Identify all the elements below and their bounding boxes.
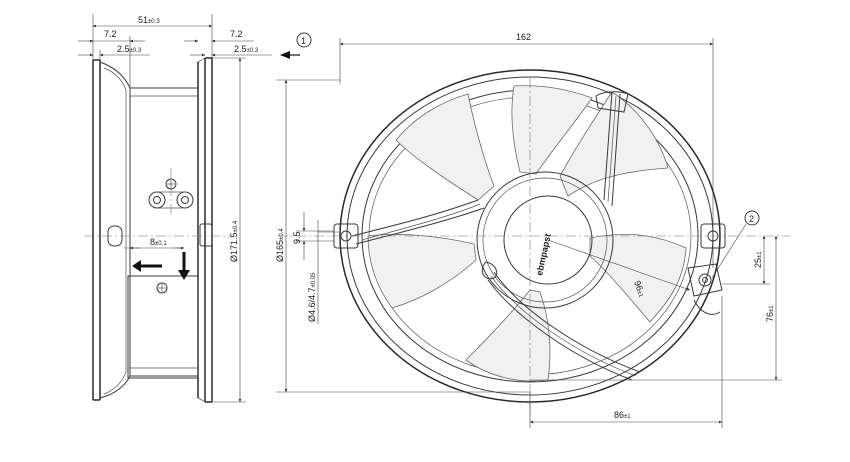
fan-blades — [367, 85, 687, 382]
dim-lip-right: 2.5±0.3 — [234, 44, 259, 54]
svg-text:2: 2 — [749, 214, 754, 224]
dim-hole-offset: 9.5 — [292, 231, 302, 244]
callout-1: 1 — [280, 32, 312, 59]
airflow-arrows — [132, 252, 190, 280]
ground-terminal — [481, 261, 723, 315]
fan-hub — [476, 171, 614, 309]
dim-front-width: 162 — [516, 32, 531, 42]
dim-terminal-horizontal: 86±1 — [614, 410, 631, 420]
dim-radius: 96±1 — [632, 279, 647, 299]
side-screws — [148, 178, 194, 209]
dim-flange-left: 7.2 — [104, 29, 117, 39]
side-lip-left — [99, 61, 131, 399]
side-flange-left — [92, 59, 101, 401]
dim-lip-left: 2.5±0.3 — [117, 44, 142, 54]
dim-side-diameter: Ø171.5±0.4 — [229, 220, 239, 262]
side-view: 51±0.3 7.2 7.2 2.5±0.3 2.5±0.3 8±0.1 Ø17… — [78, 14, 312, 403]
housing-struts — [351, 91, 641, 381]
dim-overall-width: 51±0.3 — [138, 15, 160, 25]
side-terminal-box — [127, 275, 199, 379]
dim-flange-right: 7.2 — [230, 29, 243, 39]
hub-label: ebmpapst — [534, 233, 553, 277]
dim-terminal-offset: 25±1 — [753, 251, 763, 268]
dim-hole-diameter: Ø4.6/4.7±0.05 — [307, 272, 317, 322]
dim-housing-diameter: Ø165±0.4 — [275, 228, 285, 262]
dim-connector-offset: 8±0.1 — [150, 237, 167, 247]
svg-text:1: 1 — [301, 36, 306, 46]
dim-terminal-height: 76±1 — [765, 305, 775, 322]
callout-2: 2 — [711, 210, 760, 279]
side-housing — [130, 87, 199, 377]
front-view: 162 ebmpapst — [275, 32, 790, 428]
